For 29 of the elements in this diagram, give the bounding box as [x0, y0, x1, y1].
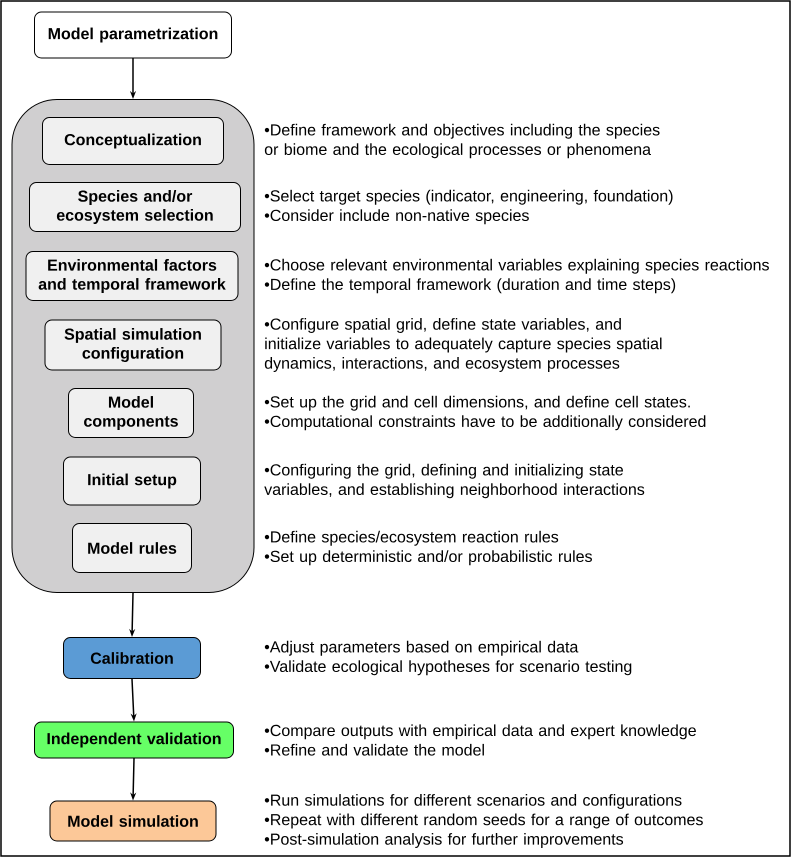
bullet-text: •Set up the grid and cell dimensions, and define cell states. — [264, 396, 690, 411]
bullet-text: •Adjust parameters based on empirical data — [264, 640, 578, 656]
step-box: Model rules — [72, 523, 192, 573]
step-box: Species and/or ecosystem selection — [29, 182, 241, 232]
bullet-text: •Define framework and objectives including the species or biome and the ecological processes or phenomena — [264, 124, 660, 158]
bullet-text: •Configuring the grid, defining and initializing state variables, and establishing neighborhood interactions — [264, 464, 644, 498]
bullet-text: •Select target species (indicator, engineering, foundation) — [264, 190, 673, 205]
step-box: Initial setup — [63, 456, 201, 506]
bullet-text: •Run simulations for different scenarios and configurations — [264, 794, 682, 809]
bullet-text: •Consider include non-native species — [264, 209, 529, 224]
bullet-text: •Computational constraints have to be additionally considered — [264, 415, 706, 430]
bullet-text: •Set up deterministic and/or probabilistic rules — [264, 550, 592, 566]
step-box: Spatial simulation configuration — [44, 320, 222, 370]
bullet-text: •Repeat with different random seeds for a range of outcomes — [264, 814, 703, 828]
bullet-text: •Validate ecological hypotheses for scenario testing — [264, 660, 632, 676]
process-box: Model simulation — [50, 800, 216, 842]
bullet-text: •Refine and validate the model — [264, 744, 484, 756]
bullet-text: •Post-simulation analysis for further improvements — [264, 833, 624, 848]
step-box: Model components — [68, 388, 194, 438]
bullet-text: •Define the temporal framework (duration and time steps) — [264, 278, 676, 294]
process-box: Independent validation — [34, 722, 234, 758]
bullet-text: •Choose relevant environmental variables explaining species reactions — [264, 258, 769, 274]
bullet-text: •Define species/ecosystem reaction rules — [264, 530, 558, 546]
bullet-text: •Compare outputs with empirical data and expert knowledge — [264, 724, 696, 740]
bullet-text: •Configure spatial grid, define state variables, and initialize variables to adequately capture species spatial dynamics, interactions, and ecosystem processes — [264, 318, 662, 372]
process-box: Calibration — [63, 637, 201, 679]
step-box: Environmental factors and temporal framework — [26, 251, 238, 301]
step-box: Conceptualization — [42, 117, 224, 165]
process-box: Model parametrization — [34, 12, 232, 58]
